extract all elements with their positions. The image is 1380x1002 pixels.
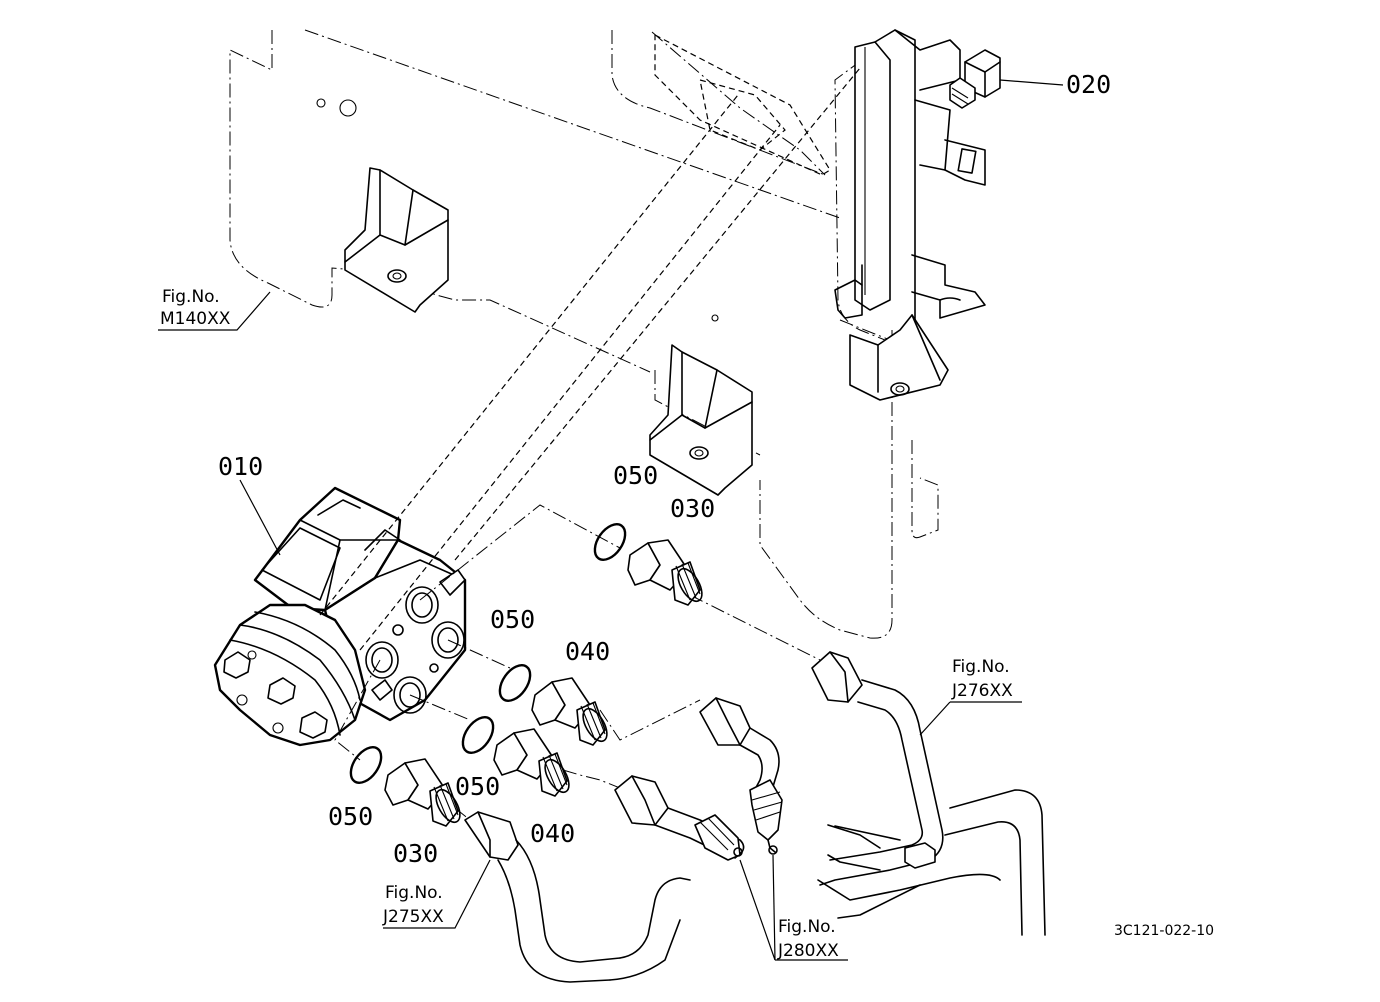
- fig-ref-j280-line2: J280XX: [777, 941, 839, 961]
- bolt-020: [949, 49, 1001, 109]
- fig-ref-j276-line2: J276XX: [951, 681, 1013, 701]
- fig-ref-m140-line1: Fig.No.: [162, 287, 220, 307]
- figure-references: Fig.No. M140XX Fig.No. J276XX Fig.No. J2…: [160, 287, 1013, 961]
- fig-ref-j275-line1: Fig.No.: [385, 883, 443, 903]
- hose-j280: [614, 697, 783, 861]
- frame-outline: [229, 29, 939, 639]
- frame-column-right: [834, 29, 986, 401]
- fitting-040-lower: [493, 728, 570, 797]
- background-pipes: [817, 789, 1046, 936]
- fitting-030-lower: [384, 758, 461, 827]
- label-part-040-a: 040: [565, 637, 610, 666]
- mount-bracket-left: [344, 167, 449, 313]
- label-part-040-b: 040: [530, 819, 575, 848]
- part-labels: 020 010 050 030 050 040 050 040 050 030: [218, 70, 1111, 868]
- hose-j275: [464, 811, 691, 983]
- fitting-030-upper: [627, 539, 703, 606]
- leader-lines: [158, 79, 1064, 961]
- label-part-020: 020: [1066, 70, 1111, 99]
- label-part-030-b: 030: [393, 839, 438, 868]
- fitting-040-upper: [531, 677, 608, 746]
- hose-j276: [811, 651, 944, 886]
- steering-unit-010: [213, 486, 467, 747]
- label-part-010: 010: [218, 452, 263, 481]
- assembly-lines: [319, 67, 861, 821]
- label-part-030-a: 030: [670, 494, 715, 523]
- fig-ref-j275-line2: J275XX: [382, 907, 444, 927]
- label-part-050-d: 050: [328, 802, 373, 831]
- label-part-050-c: 050: [455, 772, 500, 801]
- fig-ref-j276-line1: Fig.No.: [952, 657, 1010, 677]
- mount-bracket-middle: [649, 344, 753, 496]
- o-rings-050: [349, 523, 627, 784]
- diagram-id: 3C121-022-10: [1114, 923, 1214, 939]
- label-part-050-b: 050: [490, 605, 535, 634]
- label-part-050-a: 050: [613, 461, 658, 490]
- fig-ref-j280-line1: Fig.No.: [778, 917, 836, 937]
- fig-ref-m140-line2: M140XX: [160, 309, 231, 329]
